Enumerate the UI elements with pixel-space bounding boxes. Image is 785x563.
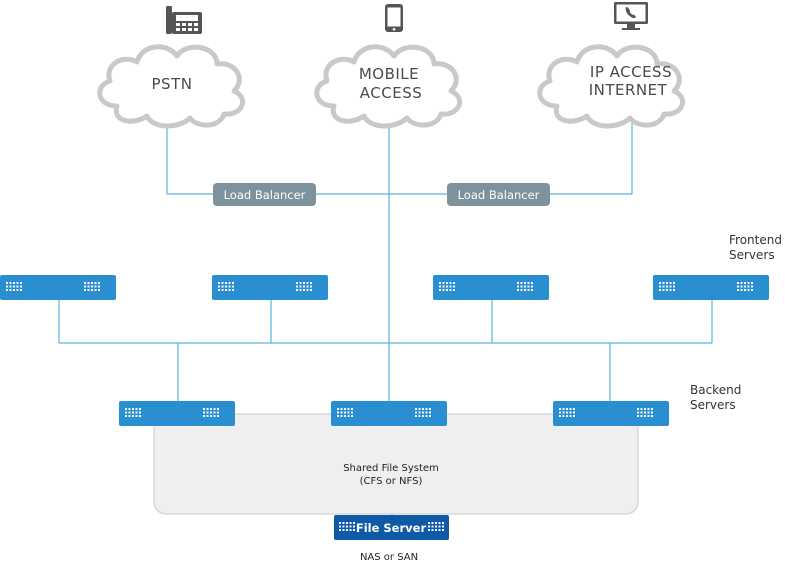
cloud-ip-label-line1: IP ACCESS <box>590 63 672 81</box>
backend-server-1 <box>119 401 235 426</box>
frontend-server-1 <box>0 275 116 300</box>
shared-fs-label-line1: Shared File System <box>343 463 439 474</box>
load-balancer-2: Load Balancer <box>447 183 550 206</box>
computer-phone-icon <box>614 2 648 30</box>
mobile-phone-icon <box>385 4 403 32</box>
frontend-servers-label-line1: Frontend <box>729 233 782 247</box>
backend-server-3 <box>553 401 669 426</box>
nas-san-label: NAS or SAN <box>360 552 418 563</box>
frontend-server-2 <box>212 275 328 300</box>
load-balancer-2-label: Load Balancer <box>458 188 540 202</box>
shared-fs-label-line2: (CFS or NFS) <box>360 476 423 487</box>
load-balancer-1: Load Balancer <box>213 183 316 206</box>
cloud-pstn-label: PSTN <box>152 75 193 93</box>
frontend-server-4 <box>653 275 769 300</box>
file-server-label: File Server <box>356 521 427 535</box>
desk-phone-icon <box>166 6 202 34</box>
backend-servers-label-line2: Servers <box>690 398 736 412</box>
cloud-ip-label-line2: INTERNET <box>589 81 668 99</box>
frontend-server-3 <box>433 275 549 300</box>
file-server: File Server <box>334 515 449 540</box>
load-balancer-1-label: Load Balancer <box>224 188 306 202</box>
cloud-mobile-label-line1: MOBILE <box>359 65 419 83</box>
cloud-mobile-label-line2: ACCESS <box>360 84 422 102</box>
frontend-servers-label-line2: Servers <box>729 248 775 262</box>
backend-servers-label-line1: Backend <box>690 383 741 397</box>
backend-server-2 <box>331 401 447 426</box>
